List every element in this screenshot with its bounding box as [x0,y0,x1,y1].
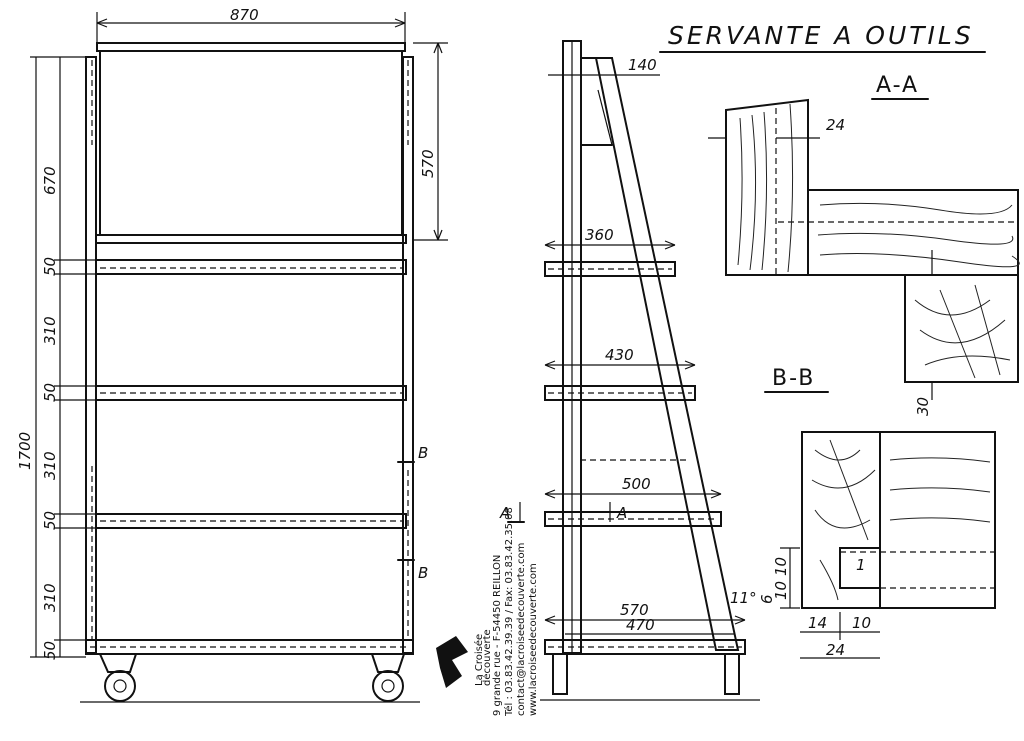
side-view: 140 360 430 500 570 470 11° A A [499,40,760,701]
marker-a-left: A [499,504,510,522]
stamp-sub: découverte [481,629,493,686]
dim-top: 670 [41,166,59,195]
dim-s2: 50 [41,383,59,402]
dim-m3: 310 [41,583,59,612]
dim-side-top: 140 [628,56,657,74]
side-shelf-2 [544,385,696,401]
drawing-title: SERVANTE A OUTILS [668,21,974,50]
caster-right [371,653,405,702]
side-base [544,639,746,655]
dim-aa-top: 24 [826,116,845,134]
front-shelf-1 [95,234,407,244]
stamp-brand: La Croisée [473,634,485,686]
dim-right: 570 [419,149,437,178]
side-shelf-3 [544,511,722,527]
stamp-line-3: contact@lacroiseedecouverte.com [516,543,527,716]
dim-foot-1: 570 [620,601,649,619]
dim-shelf-1: 360 [585,226,614,244]
croisee-logo-icon [436,636,468,688]
stamp-line-2: Tél : 03.83.42.39.39 / Fax: 03.83.42.35.… [503,507,515,717]
stamp-line-4: www.lacroiseedecouverte.com [528,563,539,716]
marker-b-bottom: B [418,564,428,582]
front-base [85,639,414,655]
company-stamp: La Croisée découverte 9 grande rue - F-5… [436,507,539,717]
dim-height: 1700 [16,432,34,470]
dim-s3: 50 [41,511,59,530]
side-shelf-1 [544,261,676,277]
section-bb: B-B 1 10 10 6 14 10 24 [758,366,996,659]
section-aa-label: A-A [876,73,919,98]
dim-bb-h1: 14 [808,614,827,632]
dim-bb-h3: 24 [826,641,845,659]
dim-shelf-3: 500 [622,475,651,493]
dim-width: 870 [230,6,259,24]
marker-a-right: A [616,504,627,522]
dim-bb-gap: 1 [856,556,866,574]
section-aa: A-A 24 30 [708,73,1020,416]
marker-b-top: B [418,444,428,462]
title-block: SERVANTE A OUTILS [659,21,986,53]
front-view: 870 1700 670 50 310 50 310 50 310 50 570 [16,6,448,703]
caster-left [99,653,137,702]
section-bb-label: B-B [772,366,815,391]
dim-angle: 11° [730,589,757,607]
dim-foot-2: 470 [626,616,655,634]
front-shelf-3 [95,513,407,529]
dim-bb-v3: 6 [758,594,776,604]
front-shelf-2 [95,385,407,401]
stamp-line-1: 9 grande rue - F-54450 REILLON [492,555,503,716]
dim-bb-v2: 10 [772,581,790,600]
dim-s4: 50 [41,641,59,660]
dim-s1: 50 [41,257,59,276]
dim-bb-h2: 10 [852,614,871,632]
dim-m2: 310 [41,451,59,480]
dim-bb-v1: 10 [772,557,790,576]
dim-aa-bottom: 30 [914,397,932,416]
dim-m1: 310 [41,316,59,345]
dim-shelf-2: 430 [605,346,634,364]
